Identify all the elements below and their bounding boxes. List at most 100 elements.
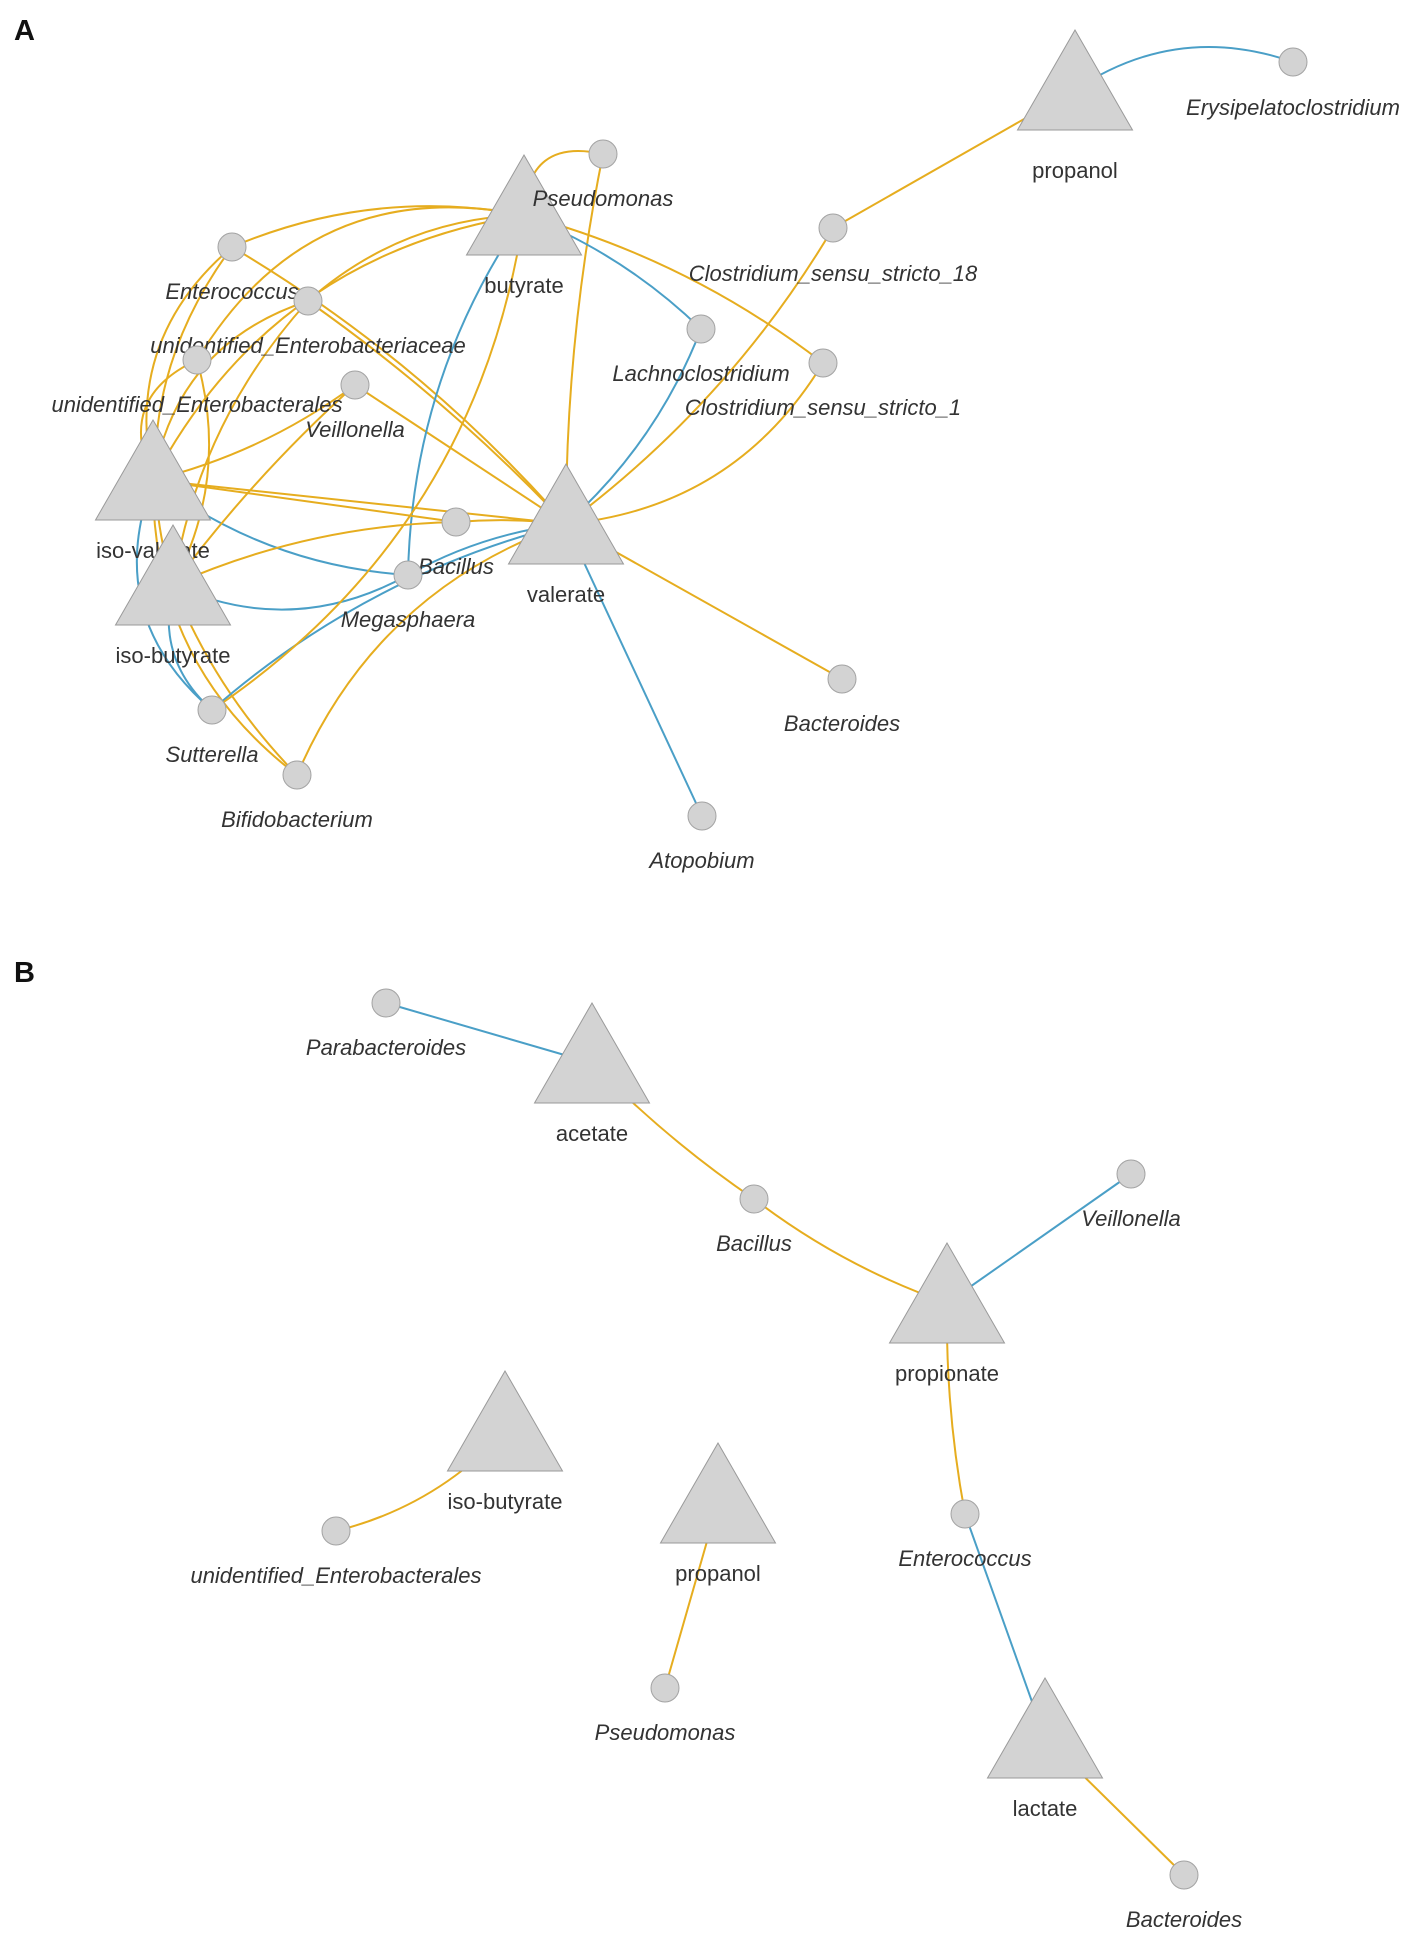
node-label: Pseudomonas — [595, 1720, 736, 1745]
edge-valerate-atopobium — [565, 523, 703, 817]
edge-valerate-clostridium1 — [565, 362, 824, 525]
genus-circle — [650, 1673, 680, 1703]
node-enterococcus[interactable]: Enterococcus — [165, 232, 299, 304]
node-label: Megasphaera — [341, 607, 476, 632]
edge-sutterella-butyrate — [211, 214, 525, 711]
node-lachnoclostridium[interactable]: Lachnoclostridium — [612, 314, 790, 386]
genus-circle — [282, 760, 312, 790]
node-veillonella[interactable]: Veillonella — [1081, 1159, 1181, 1231]
panel-a-network: propanol Erysipelatoclostridium butyratePs… — [51, 28, 1400, 873]
metabolite-triangle — [446, 1369, 564, 1472]
node-label: Clostridium_sensu_stricto_1 — [685, 395, 961, 420]
metabolite-triangle — [114, 523, 232, 626]
genus-circle — [687, 801, 717, 831]
node-label: propanol — [1032, 158, 1118, 183]
edge-butyrate-unid_enterobacterales — [196, 206, 525, 361]
edge-isovalerate-bacillus — [152, 479, 457, 523]
node-label: valerate — [527, 582, 605, 607]
node-propionate[interactable]: propionate — [888, 1241, 1006, 1386]
metabolite-triangle — [1016, 28, 1134, 131]
node-isobutyrate[interactable]: iso-butyrate — [446, 1369, 564, 1514]
node-label: Bacillus — [716, 1231, 792, 1256]
edge-valerate-enterococcus — [231, 246, 567, 525]
genus-circle — [217, 232, 247, 262]
node-parabacteroides[interactable]: Parabacteroides — [306, 988, 466, 1060]
node-propanol[interactable]: propanol — [659, 1441, 777, 1586]
node-lactate[interactable]: lactate — [986, 1676, 1104, 1821]
metabolite-triangle — [659, 1441, 777, 1544]
node-butyrate[interactable]: butyrate — [465, 153, 583, 298]
node-label: Lachnoclostridium — [612, 361, 789, 386]
edge-valerate-unid_enterobacteriaceae — [307, 300, 567, 525]
node-label: Sutterella — [166, 742, 259, 767]
metabolite-triangle — [533, 1001, 651, 1104]
node-clostridium1[interactable]: Clostridium_sensu_stricto_1 — [685, 348, 961, 420]
metabolite-triangle — [888, 1241, 1006, 1344]
node-veillonella[interactable]: Veillonella — [305, 370, 405, 442]
edge-valerate-bifidobacterium — [296, 523, 567, 776]
node-label: Erysipelatoclostridium — [1186, 95, 1400, 120]
node-label: lactate — [1013, 1796, 1078, 1821]
node-pseudomonas[interactable]: Pseudomonas — [533, 139, 674, 211]
edge-sutterella-valerate — [211, 523, 567, 711]
genus-circle — [588, 139, 618, 169]
genus-circle — [182, 345, 212, 375]
genus-circle — [197, 695, 227, 725]
metabolite-triangle — [986, 1676, 1104, 1779]
metabolite-triangle — [94, 418, 212, 521]
node-clostridium18[interactable]: Clostridium_sensu_stricto_18 — [689, 213, 978, 286]
node-label: iso-butyrate — [116, 643, 231, 668]
node-valerate[interactable]: valerate — [507, 462, 625, 607]
genus-circle — [1278, 47, 1308, 77]
genus-circle — [293, 286, 323, 316]
node-label: acetate — [556, 1121, 628, 1146]
node-erysipelatoclostridium[interactable]: Erysipelatoclostridium — [1186, 47, 1400, 120]
genus-circle — [393, 560, 423, 590]
node-bacillus[interactable]: Bacillus — [716, 1184, 792, 1256]
panel-b-label: B — [14, 957, 35, 989]
edge-butyrate-clostridium1 — [523, 214, 824, 364]
edge-propanol-erysipelatoclostridium — [1074, 45, 1294, 91]
node-enterococcus[interactable]: Enterococcus — [898, 1499, 1032, 1571]
node-isovalerate[interactable]: iso-valerate — [94, 418, 212, 563]
node-label: Veillonella — [1081, 1206, 1180, 1231]
genus-circle — [321, 1516, 351, 1546]
genus-circle — [818, 213, 848, 243]
node-pseudomonas[interactable]: Pseudomonas — [595, 1673, 736, 1745]
node-unid_enterobacterales[interactable]: unidentified_Enterobacterales — [190, 1516, 482, 1588]
node-megasphaera[interactable]: Megasphaera — [341, 560, 476, 632]
node-bacillus[interactable]: Bacillus — [418, 507, 494, 579]
node-label: Bacteroides — [784, 711, 900, 736]
panel-a-label: A — [14, 15, 35, 47]
node-isobutyrate[interactable]: iso-butyrate — [114, 523, 232, 668]
node-bacteroides[interactable]: Bacteroides — [1126, 1860, 1242, 1932]
node-label: propanol — [675, 1561, 761, 1586]
node-unid_enterobacterales[interactable]: unidentified_Enterobacterales — [51, 345, 343, 417]
node-propanol[interactable]: propanol — [1016, 28, 1134, 183]
node-bacteroides[interactable]: Bacteroides — [784, 664, 900, 736]
node-label: Parabacteroides — [306, 1035, 466, 1060]
node-label: propionate — [895, 1361, 999, 1386]
edge-butyrate-megasphaera — [407, 214, 525, 576]
node-label: Bifidobacterium — [221, 807, 373, 832]
node-label: Bacteroides — [1126, 1907, 1242, 1932]
panel-a-nodes: propanol Erysipelatoclostridium butyratePs… — [51, 28, 1400, 873]
node-label: iso-butyrate — [448, 1489, 563, 1514]
node-label: Clostridium_sensu_stricto_18 — [689, 261, 978, 286]
node-label: unidentified_Enterobacterales — [190, 1563, 481, 1588]
metabolite-triangle — [465, 153, 583, 256]
node-bifidobacterium[interactable]: Bifidobacterium — [221, 760, 373, 832]
edge-valerate-veillonella — [354, 384, 567, 525]
genus-circle — [827, 664, 857, 694]
node-atopobium[interactable]: Atopobium — [647, 801, 755, 873]
genus-circle — [441, 507, 471, 537]
genus-circle — [950, 1499, 980, 1529]
node-acetate[interactable]: acetate — [533, 1001, 651, 1146]
node-sutterella[interactable]: Sutterella — [166, 695, 259, 767]
node-label: Enterococcus — [165, 279, 298, 304]
genus-circle — [808, 348, 838, 378]
edge-isobutyrate-veillonella — [172, 384, 356, 586]
